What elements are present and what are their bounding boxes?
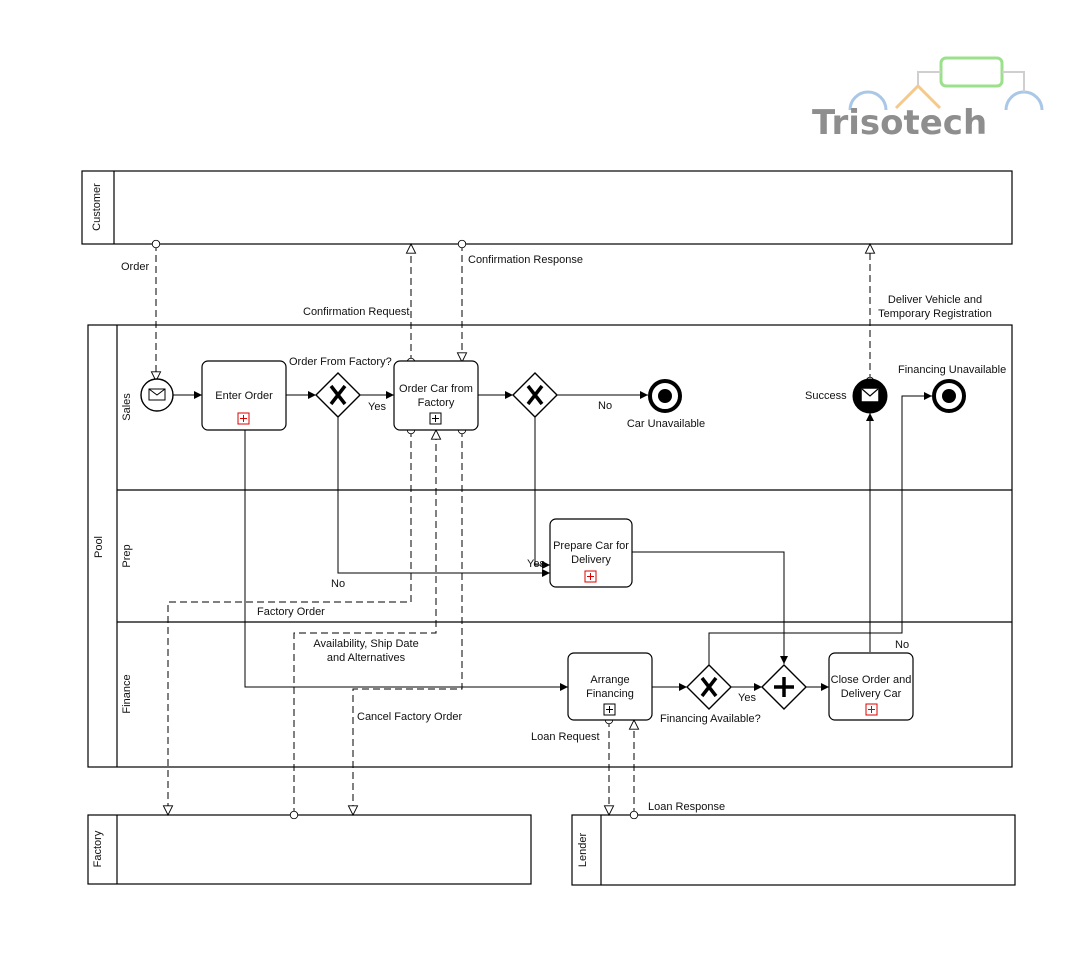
parallel-gateway[interactable] [761,664,807,710]
task-order-car-line1: Order Car from [399,383,473,395]
task-arrange-line2: Financing [586,688,634,700]
task-close-order-line2: Delivery Car [841,688,902,700]
label-loan-response: Loan Response [648,801,725,813]
customer-pool-label: Customer [91,183,103,231]
msg-cancel-factory-order [353,430,462,815]
task-prepare-car[interactable]: Prepare Car for Delivery [549,518,633,588]
end-message-event-success[interactable] [852,378,888,414]
task-close-order-line1: Close Order and [831,674,912,686]
task-prepare-car-line2: Delivery [571,554,611,566]
task-enter-order[interactable]: Enter Order [201,360,287,431]
end-event-financing-unavailable[interactable] [932,379,966,413]
logo-text: Trisotech [812,103,987,143]
task-arrange-line1: Arrange [590,674,629,686]
label-yes-3: Yes [738,692,756,704]
factory-pool-label: Factory [92,830,104,867]
label-yes-1: Yes [368,401,386,413]
factory-pool: Factory [87,814,532,885]
trisotech-logo: Trisotech [812,56,1044,143]
label-deliver-line1: Deliver Vehicle and [888,294,982,306]
message-flows [156,244,870,815]
gateway-car-available[interactable] [512,372,558,418]
label-success: Success [805,390,847,402]
lane-prep-label: Prep [121,544,133,567]
task-close-order[interactable]: Close Order and Delivery Car [828,652,914,721]
lane-sales-label: Sales [121,393,133,421]
start-message-event[interactable] [140,378,174,412]
lender-pool: Lender [571,814,1016,886]
label-deliver-line2: Temporary Registration [878,308,992,320]
lane-finance-label: Finance [121,674,133,713]
msg-factory-order [168,430,411,815]
task-prepare-car-line1: Prepare Car for [553,540,629,552]
label-confirmation-request: Confirmation Request [303,306,409,318]
customer-pool: Customer [81,170,1013,245]
label-yes-2: Yes [527,558,545,570]
sequence-flows [173,391,932,691]
task-arrange-financing[interactable]: Arrange Financing [567,652,653,721]
label-no-1: No [331,578,345,590]
label-order-from-factory: Order From Factory? [289,356,392,368]
label-no-3: No [895,639,909,651]
task-enter-order-label: Enter Order [215,390,273,402]
label-loan-request: Loan Request [531,731,600,743]
end-event-car-unavailable[interactable] [648,379,682,413]
main-pool-label: Pool [93,536,105,558]
task-order-car-line2: Factory [418,397,455,409]
label-confirmation-response: Confirmation Response [468,254,583,266]
lender-pool-label: Lender [577,833,589,868]
label-no-2: No [598,400,612,412]
label-cancel-factory-order: Cancel Factory Order [357,711,462,723]
label-availability-line2: and Alternatives [327,652,406,664]
label-availability-line1: Availability, Ship Date [313,638,418,650]
label-financing-unavailable: Financing Unavailable [898,364,1006,376]
flow-labels: Order Confirmation Request Confirmation … [121,254,1006,813]
label-financing-available: Financing Available? [660,713,761,725]
gateway-financing-available[interactable] [686,664,732,710]
label-order: Order [121,261,149,273]
label-factory-order: Factory Order [257,606,325,618]
task-order-car-from-factory[interactable]: Order Car from Factory [393,360,479,431]
label-car-unavailable: Car Unavailable [627,418,705,430]
gateway-order-from-factory[interactable] [315,372,361,418]
